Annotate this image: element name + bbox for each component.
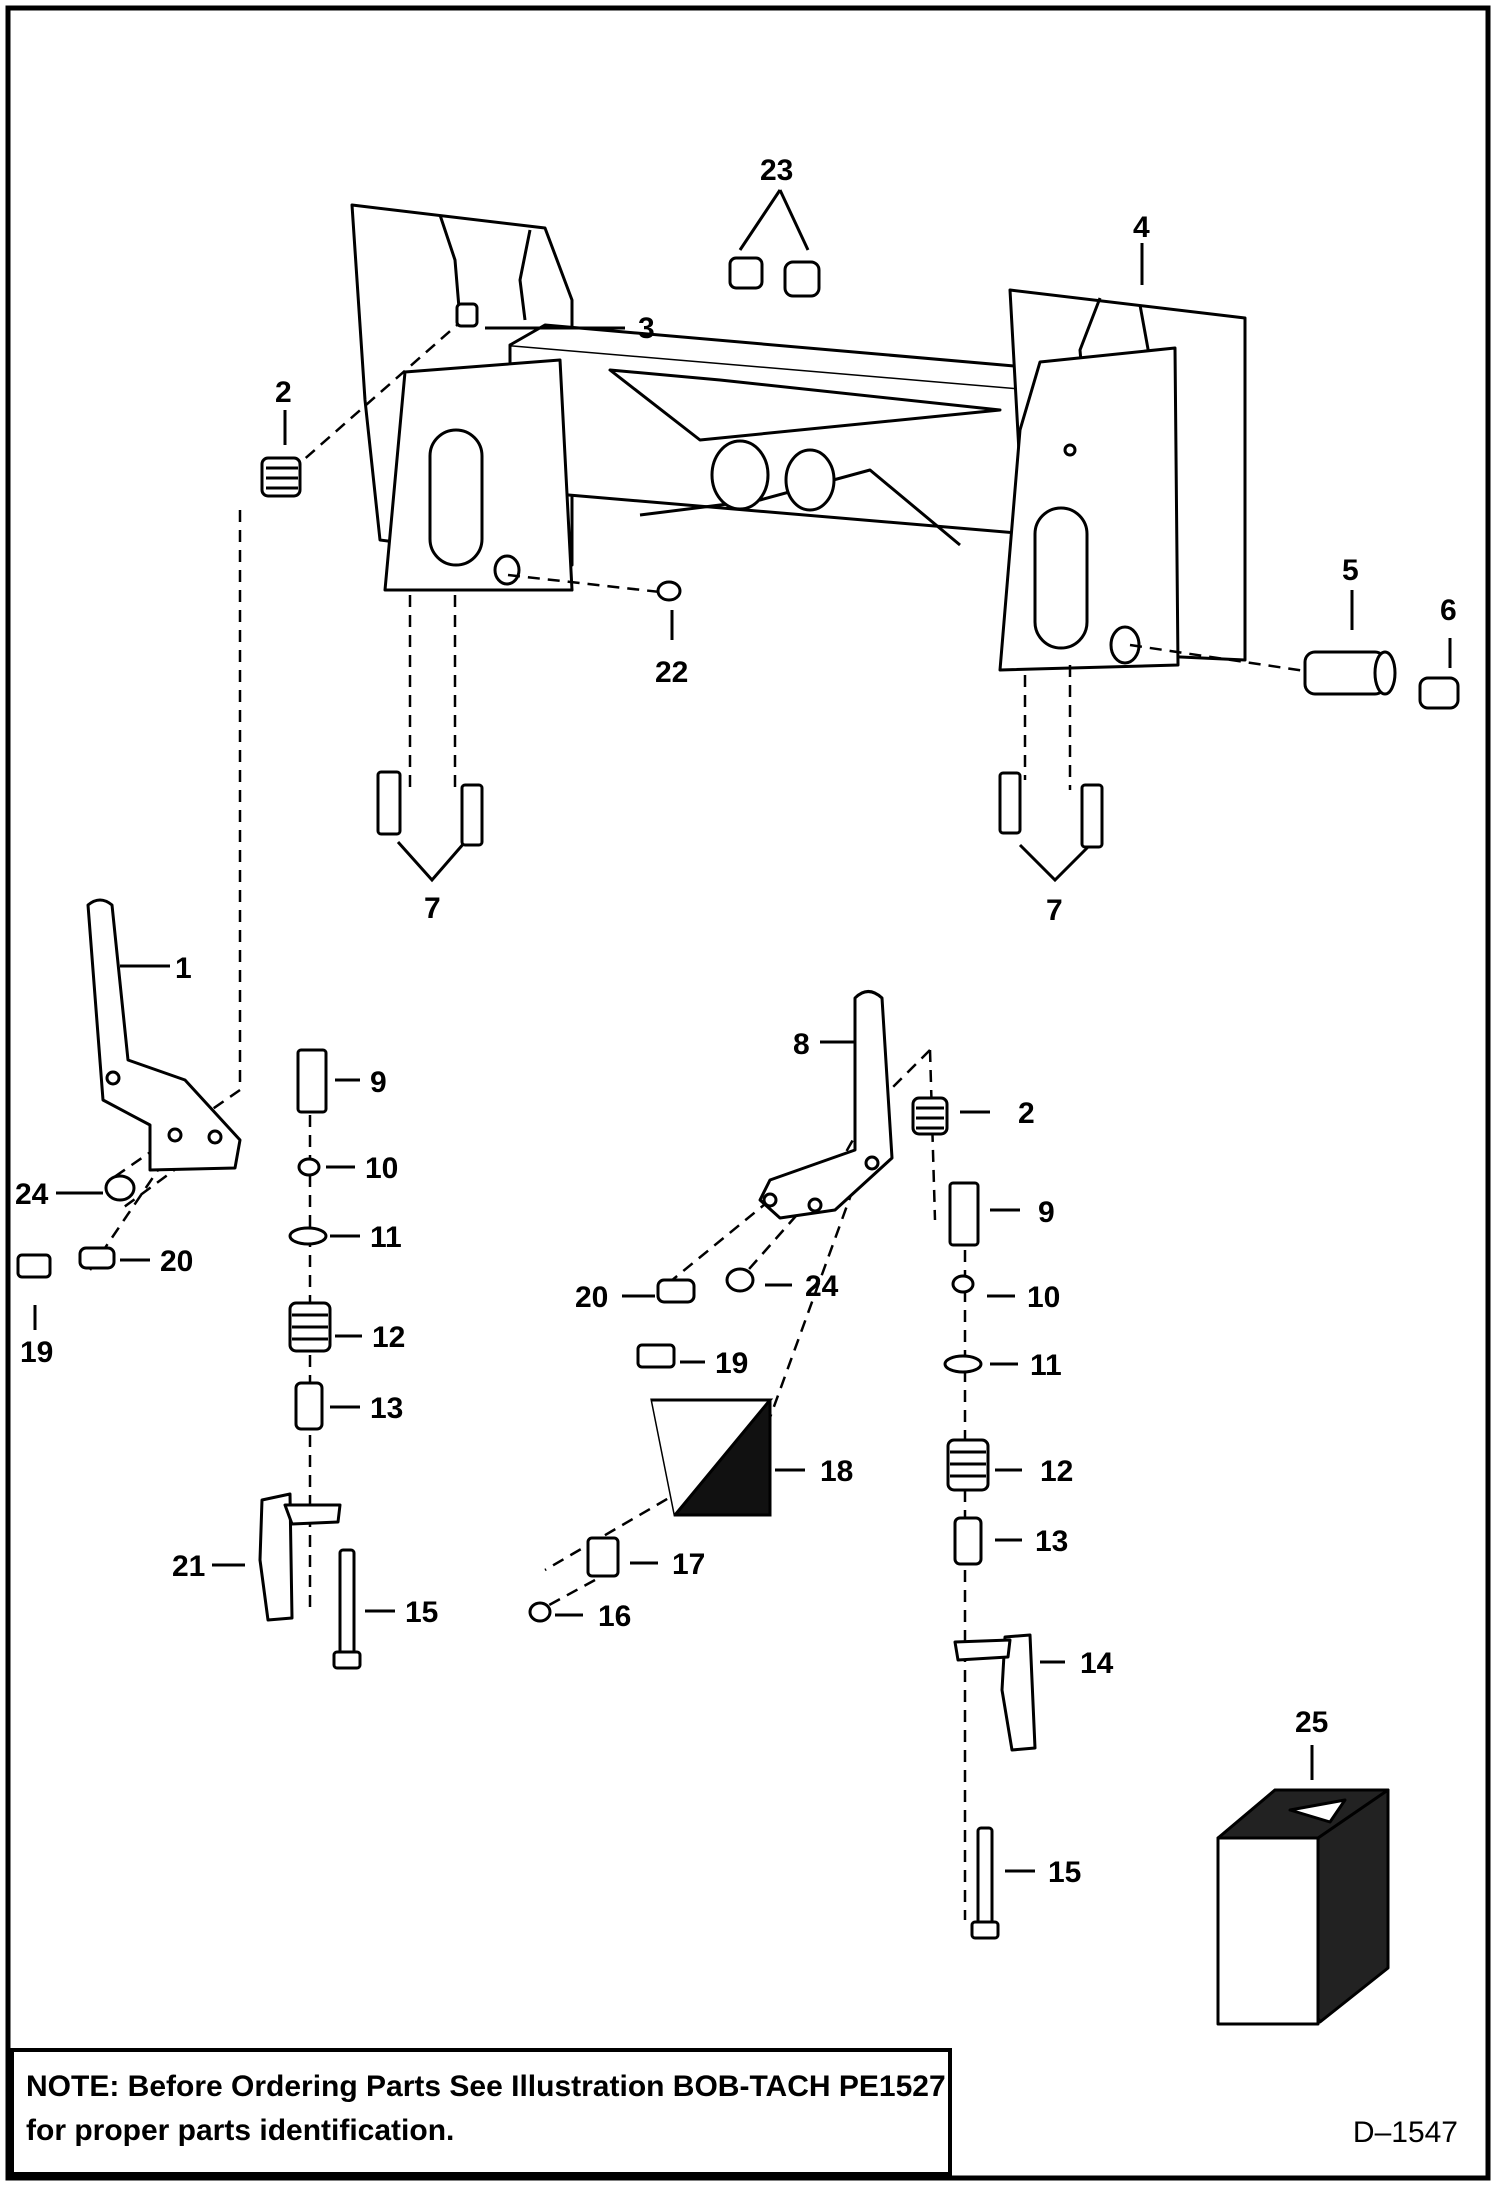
callout-25: 25 [1295, 1706, 1328, 1739]
callout-17: 17 [672, 1548, 705, 1581]
part-23-bushings [728, 256, 821, 298]
callout-16: 16 [598, 1600, 631, 1633]
callout-22: 22 [655, 656, 688, 689]
part-8-lever [758, 990, 894, 1220]
callout-24-left: 24 [15, 1178, 49, 1211]
callout-20-left: 20 [160, 1245, 193, 1278]
part-11-washers [288, 1226, 983, 1374]
bob-tach-frame [350, 203, 1247, 672]
callout-9-right: 9 [1038, 1196, 1055, 1229]
part-12-springs [288, 1301, 990, 1492]
part-14-latch [953, 1633, 1037, 1752]
part-7-wedges [376, 770, 1104, 849]
callout-6: 6 [1440, 594, 1457, 627]
callout-15-left: 15 [405, 1596, 438, 1629]
part-18-decal [650, 1398, 774, 1517]
callout-20-right: 20 [575, 1281, 608, 1314]
note-line-1: NOTE: Before Ordering Parts See Illustra… [26, 2070, 946, 2103]
note-line-2: for proper parts identification. [26, 2114, 455, 2147]
callout-19-right: 19 [715, 1347, 748, 1380]
callout-1: 1 [175, 952, 192, 985]
callout-15-right: 15 [1048, 1856, 1081, 1889]
callout-13-right: 13 [1035, 1525, 1068, 1558]
part-2-spring [260, 456, 949, 1136]
part-25-box [1216, 1788, 1390, 2026]
callout-12-right: 12 [1040, 1455, 1073, 1488]
part-3-stud [455, 302, 479, 328]
callout-19-left: 19 [20, 1336, 53, 1369]
callout-12-left: 12 [372, 1321, 405, 1354]
callout-21: 21 [172, 1550, 205, 1583]
callout-labels: 23 4 3 2 22 5 6 7 7 1 9 10 11 12 13 21 1… [15, 154, 1457, 1889]
part-15-bolts [332, 1548, 1000, 1940]
callout-10-left: 10 [365, 1152, 398, 1185]
part-17-clip [586, 1536, 620, 1578]
callout-5: 5 [1342, 554, 1359, 587]
part-1-lever [86, 898, 242, 1172]
callout-3: 3 [638, 312, 655, 345]
part-24-washers [104, 1174, 755, 1293]
callout-11-right: 11 [1030, 1349, 1062, 1382]
callout-13-left: 13 [370, 1392, 403, 1425]
part-13-pins [294, 1381, 983, 1566]
callout-10-right: 10 [1027, 1281, 1060, 1314]
part-19-bolts [16, 1253, 676, 1369]
callout-7-left: 7 [424, 892, 441, 925]
part-22-nut [656, 580, 682, 602]
callout-8: 8 [793, 1028, 810, 1061]
callout-9-left: 9 [370, 1066, 387, 1099]
drawing-number: D–1547 [1352, 2116, 1458, 2149]
callout-2-right: 2 [1018, 1097, 1035, 1130]
callout-7-right: 7 [1046, 894, 1063, 927]
callout-23: 23 [760, 154, 793, 187]
part-10-nuts [297, 1157, 975, 1294]
callout-14: 14 [1080, 1647, 1114, 1680]
note-box: NOTE: Before Ordering Parts See Illustra… [10, 2048, 952, 2176]
part-16-nut [528, 1601, 552, 1623]
callout-18: 18 [820, 1455, 853, 1488]
callout-24-right: 24 [805, 1270, 839, 1303]
diagram-border [5, 5, 1491, 2181]
callout-4: 4 [1133, 211, 1150, 244]
part-21-latch [258, 1492, 342, 1622]
part-6-cap [1418, 676, 1460, 710]
leader-lines [33, 189, 1452, 1873]
callout-2: 2 [275, 376, 292, 409]
part-20-screws [78, 1246, 696, 1304]
callout-11-left: 11 [370, 1221, 402, 1254]
part-5-sleeve [1303, 650, 1397, 696]
part-9-blocks [296, 1048, 980, 1247]
